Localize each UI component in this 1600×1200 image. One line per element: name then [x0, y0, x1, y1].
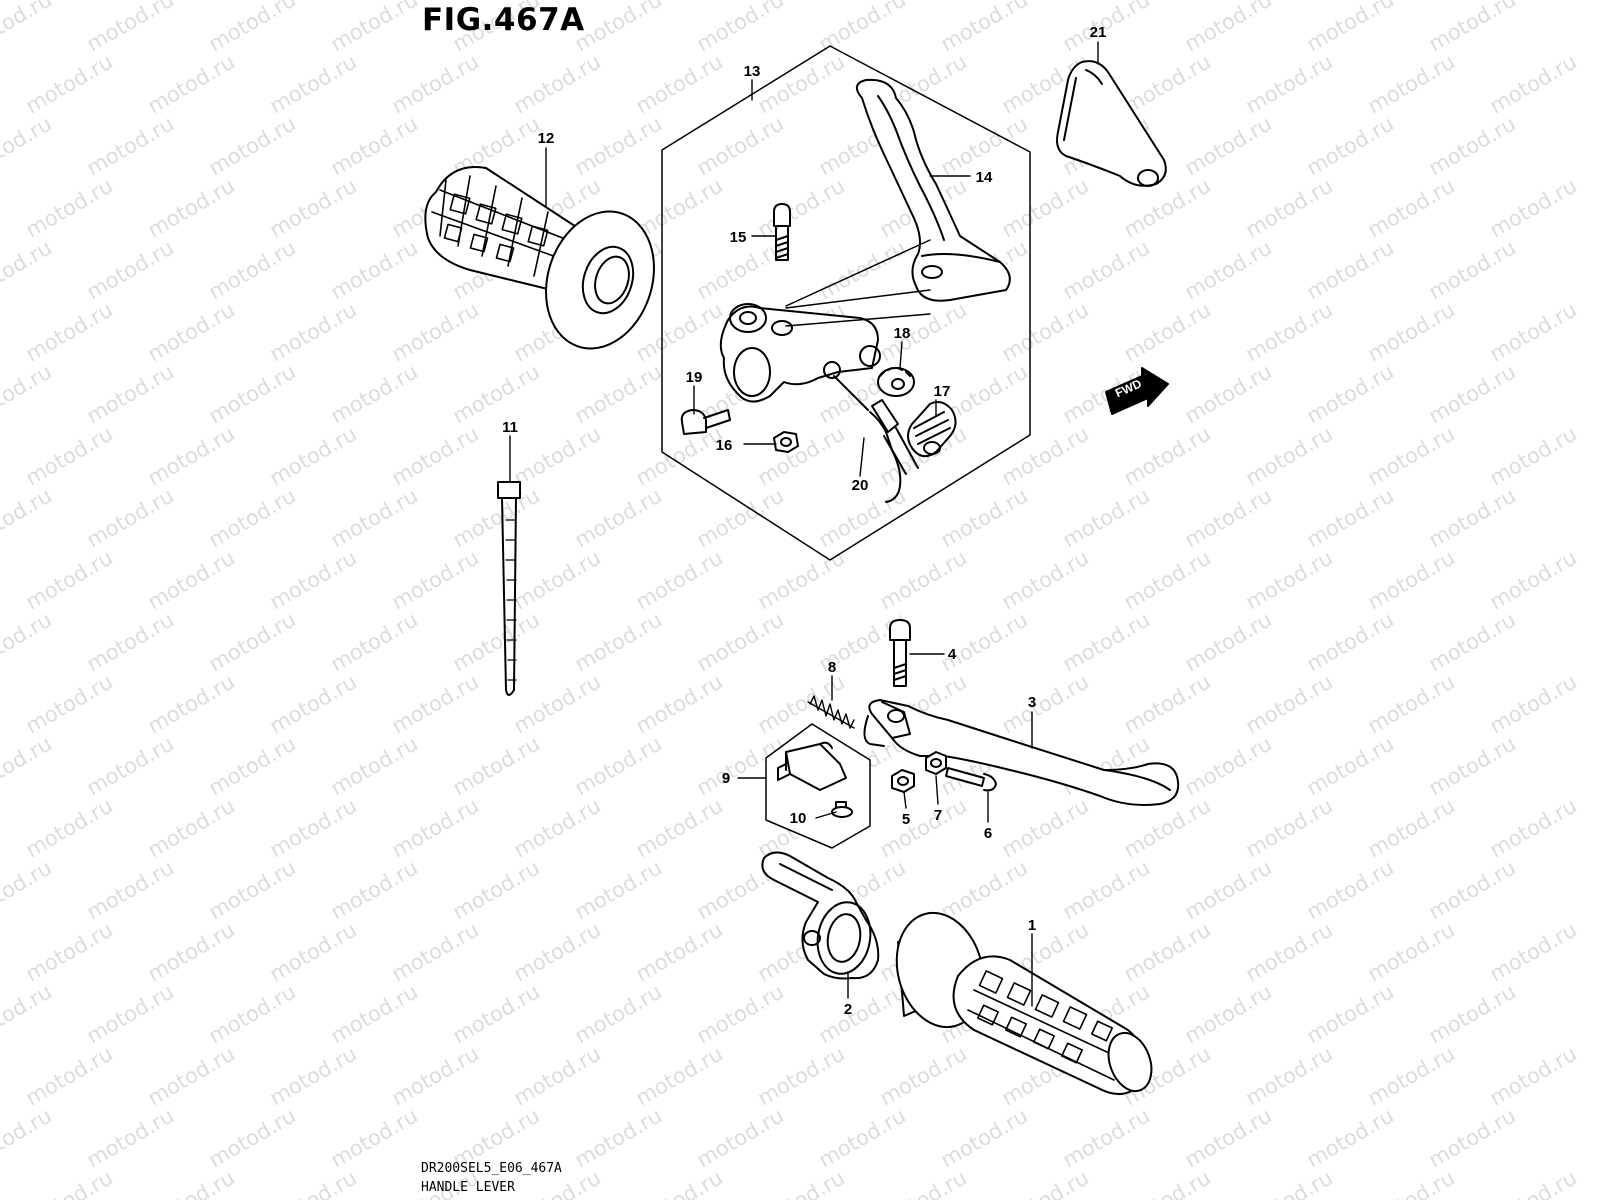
assembly-bracket-outline [661, 45, 1031, 561]
part-4-pivot-bolt [889, 619, 911, 687]
part-12-left-grip [424, 166, 655, 350]
part-5-nut [891, 769, 915, 793]
callout-5: 5 [902, 811, 910, 828]
callout-1: 1 [1028, 917, 1036, 934]
part-6-bolt [945, 767, 997, 792]
callout-19: 19 [686, 369, 703, 386]
callout-labels: 13 12 21 14 15 18 19 17 16 20 11 4 3 8 9… [502, 24, 1144, 1018]
part-1-right-grip [895, 911, 1153, 1096]
part-21-lever-cover [1056, 60, 1167, 187]
callout-6: 6 [984, 825, 992, 842]
callout-3: 3 [1028, 694, 1036, 711]
figure-code: DR200SEL5_E06_467A [421, 1161, 562, 1176]
part-7-nut [925, 751, 947, 775]
callout-7: 7 [934, 807, 942, 824]
part-3-brake-lever [863, 699, 1180, 806]
callout-13: 13 [744, 63, 761, 80]
callout-17: 17 [934, 383, 951, 400]
part-18-adjuster-locknut [877, 367, 915, 397]
part-15-pivot-bolt [773, 203, 791, 261]
lever-perch-body [719, 239, 931, 403]
callout-15: 15 [730, 229, 747, 246]
callout-20: 20 [852, 477, 869, 494]
callout-4: 4 [948, 646, 957, 663]
part-20-switch-cable [833, 375, 919, 503]
callout-12: 12 [538, 130, 555, 147]
direction-fwd-arrow [1105, 367, 1169, 415]
callout-8: 8 [828, 659, 836, 676]
part-8-spring [807, 695, 855, 729]
callout-leader-lines [509, 41, 1099, 1007]
callout-18: 18 [894, 325, 911, 342]
callout-10: 10 [790, 810, 807, 827]
callout-16: 16 [716, 437, 733, 454]
callout-11: 11 [502, 419, 518, 436]
callout-2: 2 [844, 1001, 852, 1018]
part-16-nut [773, 431, 799, 453]
part-17-cable-adjuster [907, 401, 957, 458]
part-11-cable-tie [497, 481, 521, 696]
part-9-brake-switch [765, 723, 871, 849]
figure-title: FIG.467A [422, 2, 585, 38]
part-14-upper-lever [855, 78, 1011, 302]
callout-9: 9 [722, 770, 730, 787]
part-2-throttle-housing [761, 851, 880, 980]
callout-14: 14 [976, 169, 993, 186]
part-10-screw [831, 801, 853, 818]
callout-21: 21 [1090, 24, 1107, 41]
figure-caption: HANDLE LEVER [421, 1180, 515, 1195]
part-19-clamp-bolt [680, 409, 731, 435]
